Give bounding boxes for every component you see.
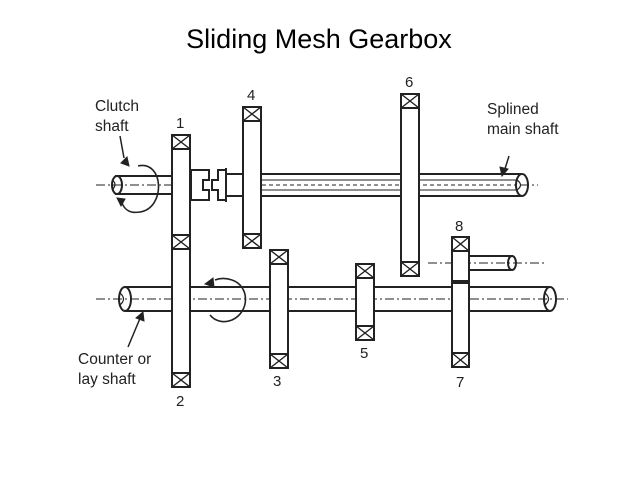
- dog-clutch: [190, 168, 227, 202]
- gear-5: [355, 263, 375, 341]
- gear-label-3: 3: [273, 373, 281, 390]
- gear-2: [171, 234, 191, 388]
- gear-label-8: 8: [455, 218, 463, 235]
- splined-main-shaft: [226, 173, 538, 197]
- gear-3: [269, 249, 289, 369]
- gear-label-7: 7: [456, 374, 464, 391]
- leader-lines: [119, 135, 510, 348]
- counter-shaft: [96, 286, 568, 312]
- clutch-shaft: [96, 175, 172, 195]
- gear-1: [171, 134, 191, 236]
- slide-title: Sliding Mesh Gearbox: [186, 24, 452, 54]
- gear-7: [451, 282, 470, 368]
- reverse-idler-shaft: [428, 255, 546, 271]
- main-shaft-label-line1: Splined: [487, 101, 539, 118]
- clutch-shaft-label-line2: shaft: [95, 118, 129, 135]
- counter-shaft-label-line2: lay shaft: [78, 371, 136, 388]
- counter-shaft-label-line1: Counter or: [78, 351, 151, 368]
- main-shaft-label-line2: main shaft: [487, 121, 559, 138]
- gear-8: [451, 236, 470, 282]
- clutch-rotation-arrow: [116, 164, 160, 214]
- gear-6: [400, 93, 420, 277]
- gear-label-1: 1: [176, 115, 184, 132]
- clutch-shaft-label-line1: Clutch: [95, 98, 139, 115]
- gear-label-4: 4: [247, 87, 255, 104]
- counter-rotation-arrow: [203, 277, 247, 323]
- gear-label-6: 6: [405, 74, 413, 91]
- gear-4: [242, 106, 262, 249]
- gear-label-5: 5: [360, 345, 368, 362]
- gear-label-2: 2: [176, 393, 184, 410]
